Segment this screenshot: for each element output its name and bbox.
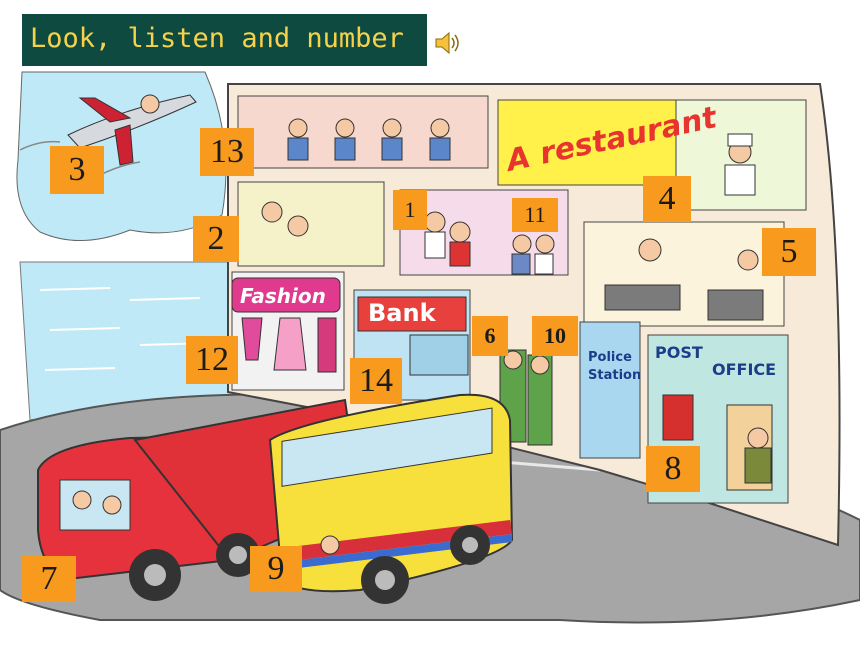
police-sign-line1: Police [588, 350, 632, 365]
speaker-icon[interactable] [432, 28, 462, 58]
number-label-4: 4 [643, 176, 691, 222]
number-label-10: 10 [532, 316, 578, 356]
number-label-9: 9 [250, 546, 302, 592]
chef-figure [724, 133, 756, 196]
number-label-14: 14 [350, 358, 402, 404]
number-label-2: 2 [193, 216, 239, 262]
number-label-13: 13 [200, 128, 254, 176]
office-figures [604, 238, 764, 321]
number-label-3: 3 [50, 146, 104, 194]
dentist-figures [261, 201, 309, 237]
fashion-mannequins [241, 317, 337, 373]
police-officers [499, 349, 553, 446]
number-label-12: 12 [186, 336, 238, 384]
dentist-room [237, 181, 385, 267]
number-label-6: 6 [472, 316, 508, 356]
post-office-sign-2: OFFICE [712, 360, 777, 379]
title-bar: Look, listen and number [22, 14, 427, 66]
double-decker-bus [268, 393, 514, 604]
number-label-7: 7 [22, 556, 76, 602]
bank-sign: Bank [368, 299, 436, 327]
clinic-figures [424, 211, 555, 275]
fashion-sign: Fashion [240, 284, 326, 308]
police-station [579, 321, 641, 459]
factory-workers [287, 118, 451, 161]
number-label-5: 5 [762, 228, 816, 276]
number-label-8: 8 [646, 446, 700, 492]
police-sign-line2: Station [588, 368, 642, 383]
man-figure [744, 427, 772, 484]
number-label-11: 11 [512, 198, 558, 232]
airplane [67, 94, 197, 166]
restaurant-sign-board [497, 99, 677, 186]
number-label-1: 1 [393, 190, 427, 230]
page-title: Look, listen and number [30, 23, 404, 54]
post-office-sign-1: POST [655, 343, 703, 362]
